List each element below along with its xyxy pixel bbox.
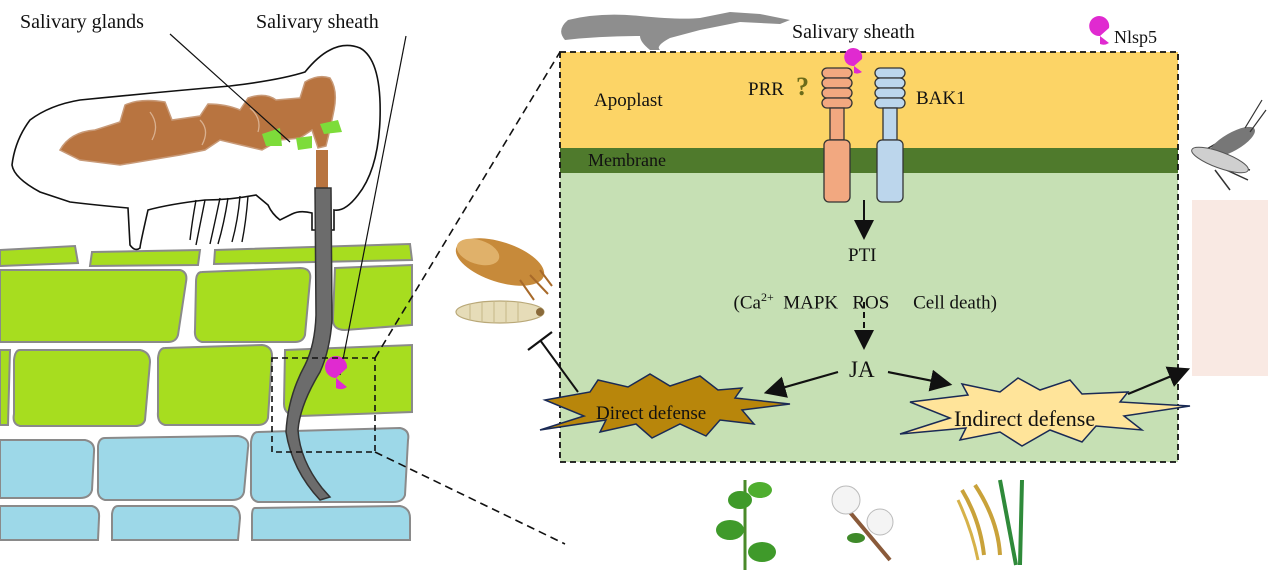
effector-on-prr xyxy=(844,48,863,74)
epidermis-cell xyxy=(0,244,80,268)
pti-details: (Ca2+ MAPK ROS Cell death) xyxy=(724,272,997,312)
pti-label: PTI xyxy=(848,245,877,266)
mesophyll-cell xyxy=(0,269,188,343)
vascular-cell xyxy=(249,426,410,503)
mesophyll-cell xyxy=(0,349,12,426)
vascular-cell xyxy=(111,505,242,541)
pti-details-sup: 2+ xyxy=(760,290,774,304)
membrane-band xyxy=(560,148,1178,173)
epidermis-cell xyxy=(88,248,202,268)
volatile-cloud-image xyxy=(1192,200,1268,376)
rice-plant-image xyxy=(956,479,1024,566)
vascular-cell xyxy=(96,434,250,501)
zoom-box xyxy=(271,357,376,453)
salivary-sheath-label: Salivary sheath xyxy=(256,11,379,33)
prr-label: PRR xyxy=(748,79,784,100)
ja-to-direct-arrow xyxy=(763,370,839,398)
ja-label: JA xyxy=(849,357,875,382)
indirect-defense-burst xyxy=(899,377,1191,447)
parasitoid-wasp-image xyxy=(1191,99,1267,191)
plant-tissue xyxy=(0,242,414,541)
membrane-label: Membrane xyxy=(588,150,666,170)
zoom-line-top xyxy=(374,51,561,359)
direct-defense-burst xyxy=(539,373,791,439)
indirect-defense-label: Indirect defense xyxy=(954,406,1096,431)
planthopper-image xyxy=(455,238,553,301)
ja-to-indirect-arrow xyxy=(887,369,953,392)
mesophyll-cell xyxy=(331,263,413,332)
salivary-sheath-left xyxy=(285,187,333,501)
pti-details-rest: MAPK ROS Cell death) xyxy=(773,292,997,314)
vascular-cell xyxy=(251,504,411,541)
soybean-plant-image xyxy=(716,480,776,570)
prr-question-mark: ? xyxy=(796,72,809,101)
zoom-line-bottom xyxy=(374,451,566,545)
sheath-callout-line xyxy=(339,35,407,376)
direct-defense-label: Direct defense xyxy=(596,403,707,424)
pti-details-prefix: (Ca xyxy=(733,292,761,314)
larva-image xyxy=(455,300,545,324)
salivary-sheath-legend-label: Salivary sheath xyxy=(792,21,915,43)
glands-callout-line xyxy=(169,33,291,143)
bak1-receptor xyxy=(874,67,906,203)
mesophyll-cell xyxy=(156,343,274,426)
mesophyll-cell xyxy=(193,266,312,343)
vascular-cell xyxy=(0,439,96,499)
salivary-sheath-legend xyxy=(561,12,790,50)
bak1-label: BAK1 xyxy=(916,88,966,109)
apoplast-label: Apoplast xyxy=(594,90,663,111)
prr-receptor xyxy=(821,67,853,203)
pacman-effector-icon xyxy=(1089,16,1110,45)
epidermis-cell xyxy=(212,242,414,266)
cell-frame xyxy=(559,51,1179,463)
direct-inhibit-line xyxy=(539,339,579,393)
effector-marker xyxy=(325,356,348,390)
mesophyll-cell xyxy=(12,349,152,427)
nlsp5-legend-label: Nlsp5 xyxy=(1114,27,1158,47)
vascular-cell xyxy=(0,505,101,541)
indirect-to-parasitoid-arrow xyxy=(1127,366,1191,396)
salivary-glands-label: Salivary glands xyxy=(20,11,144,33)
stylet xyxy=(316,150,328,190)
salivary-glands xyxy=(58,75,342,166)
apoplast-region xyxy=(560,52,1178,148)
direct-inhibit-bar xyxy=(527,331,553,351)
cotton-plant-image xyxy=(831,485,894,562)
